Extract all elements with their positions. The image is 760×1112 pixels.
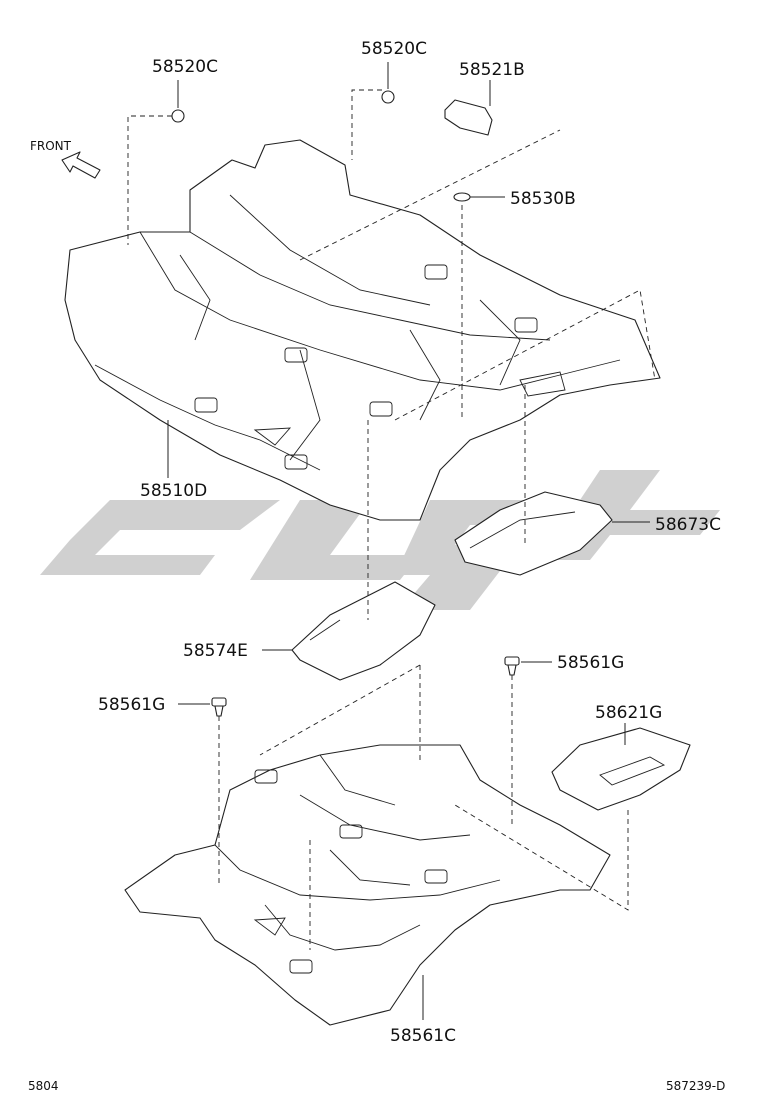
bracket-58521b[interactable] bbox=[444, 99, 493, 136]
pad-58621g[interactable] bbox=[551, 727, 691, 811]
floor-carpet-rear[interactable] bbox=[124, 744, 611, 1026]
front-arrow-icon bbox=[61, 151, 101, 179]
part-label-58561g-left: 58561G bbox=[98, 695, 165, 715]
clip-58561g-right[interactable] bbox=[504, 656, 520, 676]
page-code: 5804 bbox=[28, 1079, 59, 1093]
part-label-58520c-right: 58520C bbox=[361, 39, 427, 59]
front-label: FRONT bbox=[30, 139, 72, 153]
clip-58561g-left[interactable] bbox=[211, 697, 227, 717]
part-label-58621g: 58621G bbox=[595, 703, 662, 723]
assembly-lines bbox=[127, 89, 656, 950]
part-label-58561g-right: 58561G bbox=[557, 653, 624, 673]
clip-58520c-left[interactable] bbox=[171, 109, 185, 123]
part-label-58574e: 58574E bbox=[183, 641, 248, 661]
part-label-58520c-left: 58520C bbox=[152, 57, 218, 77]
pad-58574e[interactable] bbox=[291, 581, 436, 681]
part-label-58561c: 58561C bbox=[390, 1026, 456, 1046]
leader-lines bbox=[167, 62, 650, 1020]
clip-58520c-right[interactable] bbox=[381, 90, 395, 104]
part-label-58510d: 58510D bbox=[140, 481, 207, 501]
clip-58530b[interactable] bbox=[453, 192, 471, 202]
part-label-58673c: 58673C bbox=[655, 515, 721, 535]
floor-carpet-front[interactable] bbox=[64, 139, 661, 521]
diagram-code: 587239-D bbox=[666, 1079, 725, 1093]
part-label-58530b: 58530B bbox=[510, 189, 576, 209]
part-label-58521b: 58521B bbox=[459, 60, 525, 80]
